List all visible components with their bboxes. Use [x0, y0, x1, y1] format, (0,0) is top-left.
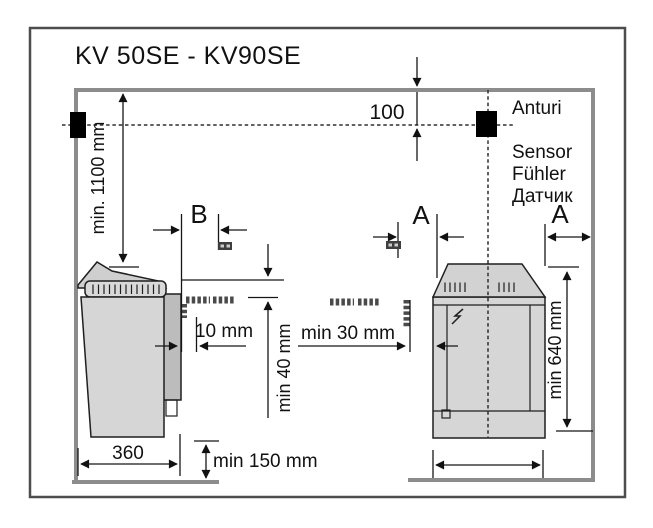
dim-label-a-right: A — [551, 199, 569, 229]
dim-label-min-30: min 30 mm — [301, 323, 395, 344]
dim-min-1100: min. 1100 mm — [88, 93, 139, 268]
sensor-label-ru: Датчик — [512, 186, 573, 207]
sensor-label-de: Fühler — [512, 164, 567, 185]
front-panel-lines — [446, 305, 531, 411]
rail-chip-b — [218, 242, 232, 250]
rail-chip-a — [386, 241, 401, 249]
dim-label-min-640: min 640 mm — [545, 300, 565, 399]
sensor-label-en: Sensor — [512, 142, 573, 163]
dim-b: B — [153, 199, 247, 352]
dim-min-30: min 30 mm — [298, 300, 458, 352]
dim-label-100: 100 — [369, 101, 404, 124]
heater-body-front — [432, 296, 546, 439]
wall-outline — [74, 88, 595, 483]
dim-100: 100 — [369, 57, 422, 161]
grille-hatches — [92, 284, 160, 294]
dim-min-150: min 150 mm — [194, 440, 318, 479]
dim-label-360: 360 — [112, 443, 144, 464]
vent-slots — [444, 282, 515, 292]
dim-min-40: min 40 mm — [182, 244, 294, 418]
dim-label-a-left: A — [412, 200, 430, 230]
base-notch — [441, 409, 451, 419]
heater-body-side — [80, 296, 165, 438]
dim-front-width — [432, 450, 544, 478]
diagram-title: KV 50SE - KV90SE — [75, 42, 301, 70]
mounting-rail-side — [162, 293, 182, 401]
dim-min-640: min 640 mm — [545, 266, 593, 432]
sensor-label-fi: Anturi — [512, 98, 562, 119]
dim-label-min-40: min 40 mm — [274, 323, 294, 412]
rail-chip-b-mark2 — [226, 244, 230, 248]
dim-label-min-150: min 150 mm — [213, 451, 318, 472]
heater-top-front — [431, 263, 547, 298]
sensor-block-center — [476, 111, 497, 137]
dim-label-10mm: 10 mm — [195, 321, 253, 342]
rail-chip-a-mark2 — [394, 243, 398, 247]
dim-10mm: 10 mm — [155, 317, 253, 352]
room-walls — [72, 88, 595, 484]
lightning-icon — [451, 308, 464, 325]
sensor-labels: Anturi Sensor Fühler Датчик — [512, 98, 573, 207]
dim-360: 360 — [77, 434, 181, 476]
rail-chip-b-mark — [220, 244, 224, 248]
dim-label-b: B — [190, 199, 207, 229]
heater-front-view — [330, 263, 547, 439]
cable-gland — [165, 399, 178, 417]
sensor-block-left-wall — [70, 112, 86, 138]
dim-label-min-1100: min. 1100 mm — [88, 122, 108, 235]
rail-chip-a-mark — [388, 243, 392, 247]
heater-side-view — [77, 261, 234, 438]
dim-a-right: A — [544, 199, 591, 266]
dim-a-left: A — [373, 200, 464, 278]
